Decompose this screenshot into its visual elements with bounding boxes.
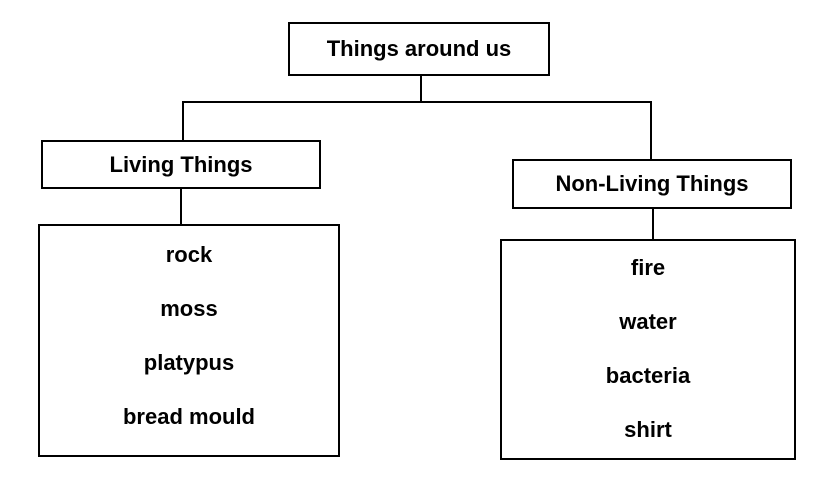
list-item: rock [165,242,213,267]
living-things-label: Living Things [109,151,253,177]
list-item: bacteria [605,363,691,388]
living-things-list: rock moss platypus bread mould [38,224,340,457]
connector-living-to-list [180,188,182,226]
list-item: fire [630,255,666,280]
list-item: shirt [624,417,672,442]
connector-nonliving-to-list [652,207,654,241]
list-item: platypus [143,350,235,375]
list-item: water [619,309,677,334]
connector-root-down [420,74,422,102]
connector-to-living [182,101,184,142]
list-item: bread mould [122,404,255,429]
nonliving-things-label: Non-Living Things [555,171,749,196]
nonliving-things-node: Non-Living Things [512,159,792,209]
root-node: Things around us [288,22,550,76]
living-things-node: Living Things [41,140,321,189]
root-label: Things around us [326,36,512,61]
nonliving-things-list: fire water bacteria shirt [500,239,796,460]
list-item: moss [160,296,218,321]
connector-horizontal [182,101,652,103]
connector-to-nonliving [650,101,652,161]
